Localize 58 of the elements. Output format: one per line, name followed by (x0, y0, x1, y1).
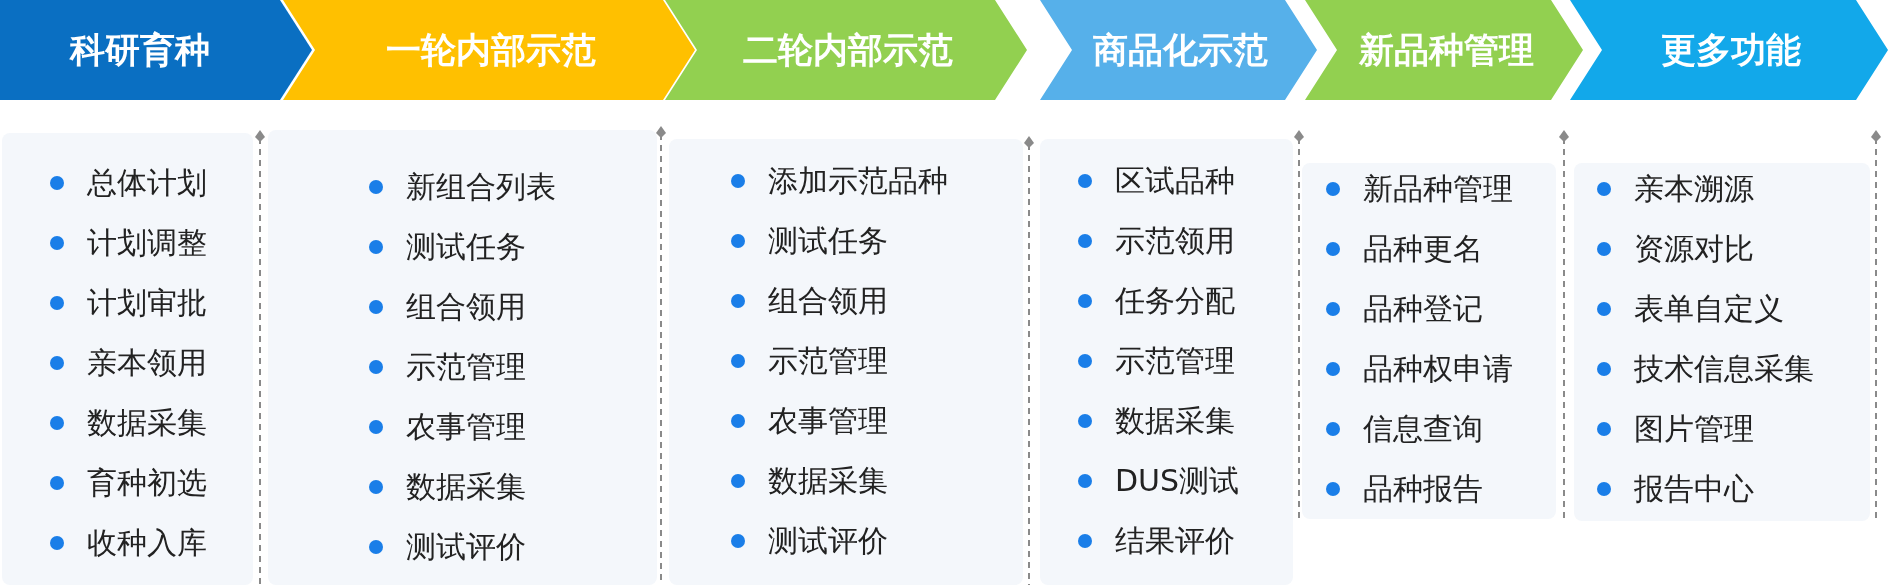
list-item: 农事管理 (406, 409, 526, 445)
list-item: 数据采集 (1115, 403, 1235, 439)
list-item: 结果评价 (1115, 523, 1235, 559)
stage-title: 科研育种 (70, 28, 210, 72)
list-item: 报告中心 (1634, 471, 1754, 507)
list-item: 资源对比 (1634, 231, 1754, 267)
list-item: 技术信息采集 (1634, 351, 1814, 387)
card (2, 133, 253, 585)
list-item: 品种权申请 (1363, 351, 1513, 387)
chevron-banner (0, 0, 312, 100)
list-item: DUS测试 (1115, 463, 1240, 499)
list-item: 数据采集 (406, 469, 526, 505)
stage-title: 商品化示范 (1093, 28, 1268, 72)
list-item: 示范领用 (1115, 223, 1235, 259)
stage-title: 更多功能 (1661, 28, 1801, 72)
stage-title: 新品种管理 (1358, 28, 1534, 72)
card (669, 139, 1023, 585)
list-item: 表单自定义 (1634, 291, 1784, 327)
list-item: 亲本领用 (87, 345, 207, 381)
list-item: 测试任务 (768, 223, 888, 259)
chevron-banner (1305, 0, 1583, 100)
list-item: 区试品种 (1115, 163, 1235, 199)
chevron-banner (665, 0, 1027, 100)
list-item: 信息查询 (1363, 411, 1483, 447)
list-item: 图片管理 (1634, 411, 1754, 447)
list-item: 育种初选 (87, 465, 207, 501)
list-item: 测试任务 (406, 229, 526, 265)
list-item: 亲本溯源 (1634, 171, 1754, 207)
list-item: 品种报告 (1363, 471, 1483, 507)
list-item: 品种更名 (1363, 231, 1483, 267)
list-item: 添加示范品种 (768, 163, 948, 199)
stage-title: 一轮内部示范 (386, 28, 596, 72)
list-item: 收种入库 (87, 525, 207, 561)
list-item: 新组合列表 (406, 169, 556, 205)
card (1040, 139, 1293, 585)
list-item: 组合领用 (406, 289, 526, 325)
list-item: 计划审批 (87, 285, 207, 321)
list-item: 数据采集 (87, 405, 207, 441)
card (268, 130, 657, 585)
list-item: 测试评价 (768, 523, 888, 559)
chevron-banner (283, 0, 695, 100)
list-item: 数据采集 (768, 463, 888, 499)
card (1302, 163, 1556, 519)
list-item: 任务分配 (1115, 283, 1235, 319)
list-item: 测试评价 (406, 529, 526, 565)
chevron-banner (1040, 0, 1317, 100)
card (1574, 163, 1870, 521)
list-item: 示范管理 (1115, 343, 1235, 379)
list-item: 示范管理 (768, 343, 888, 379)
list-item: 总体计划 (87, 165, 207, 201)
chevron-banner (1570, 0, 1888, 100)
list-item: 品种登记 (1363, 291, 1483, 327)
list-item: 农事管理 (768, 403, 888, 439)
stage-title: 二轮内部示范 (743, 28, 953, 72)
list-item: 新品种管理 (1363, 171, 1513, 207)
list-item: 计划调整 (87, 225, 207, 261)
list-item: 示范管理 (406, 349, 526, 385)
list-item: 组合领用 (768, 283, 888, 319)
